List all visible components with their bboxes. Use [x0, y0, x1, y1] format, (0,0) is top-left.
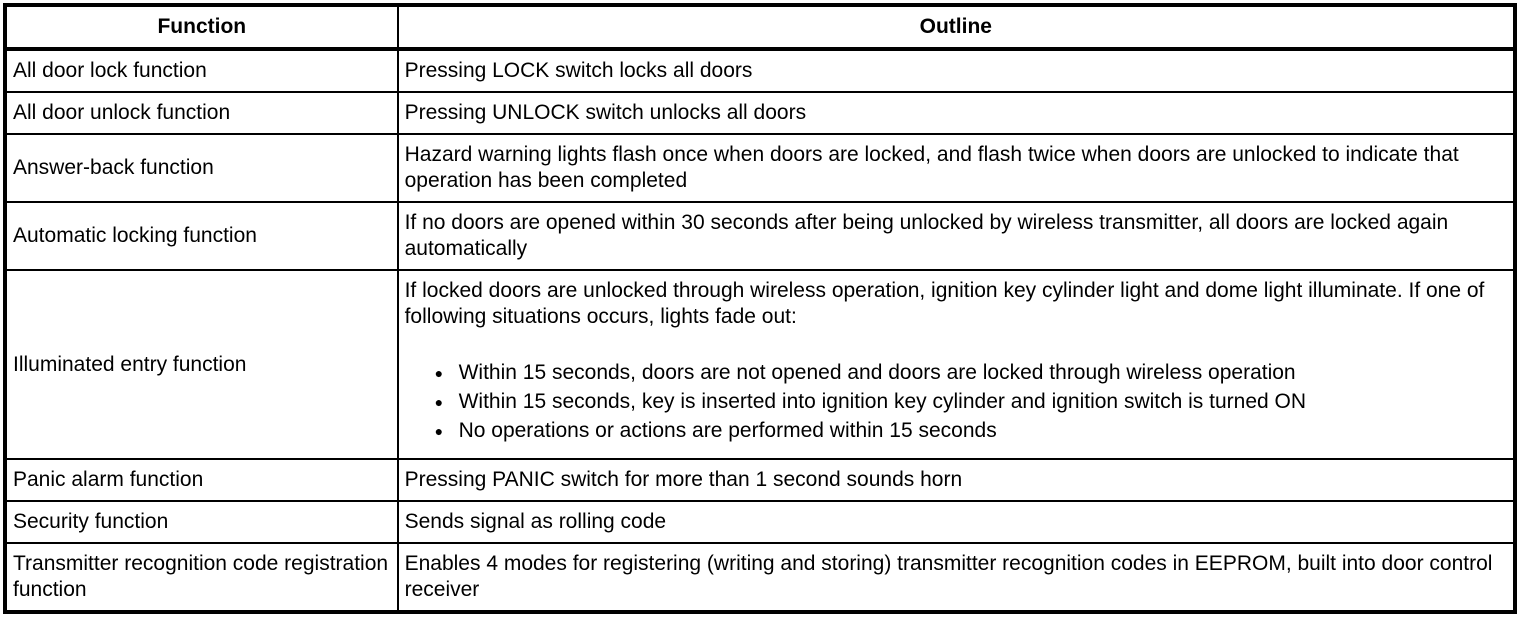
outline-text: Hazard warning lights flash once when do… [404, 143, 1459, 192]
function-cell: Answer-back function [4, 133, 399, 203]
outline-text: If locked doors are unlocked through wir… [404, 279, 1485, 328]
outline-cell: Sends signal as rolling code [396, 500, 1517, 544]
function-cell: Panic alarm function [4, 458, 399, 502]
outline-bullet-list: Within 15 seconds, doors are not opened … [405, 358, 1505, 446]
outline-cell: Enables 4 modes for registering (writing… [396, 542, 1517, 613]
table-header: Function Outline [4, 4, 1517, 51]
column-header-outline: Outline [396, 4, 1517, 51]
function-cell: Automatic locking function [4, 201, 399, 271]
function-cell: Security function [4, 500, 399, 544]
outline-text: If no doors are opened within 30 seconds… [404, 211, 1449, 260]
header-row: Function Outline [4, 4, 1517, 51]
column-header-function: Function [4, 4, 399, 51]
function-cell: Illuminated entry function [4, 269, 399, 460]
table-row: Transmitter recognition code registratio… [4, 542, 1517, 613]
bullet-item: No operations or actions are performed w… [435, 416, 1505, 446]
outline-cell: If no doors are opened within 30 seconds… [396, 201, 1517, 271]
function-cell: All door unlock function [4, 91, 399, 135]
outline-text: Enables 4 modes for registering (writing… [404, 552, 1493, 601]
bullet-item: Within 15 seconds, key is inserted into … [435, 387, 1505, 417]
outline-cell: Pressing UNLOCK switch unlocks all doors [396, 91, 1517, 135]
outline-text: Sends signal as rolling code [404, 510, 667, 533]
outline-cell: Pressing LOCK switch locks all doors [396, 48, 1517, 93]
outline-text: Pressing PANIC switch for more than 1 se… [404, 468, 963, 491]
outline-text: Pressing UNLOCK switch unlocks all doors [404, 101, 807, 124]
outline-cell: Pressing PANIC switch for more than 1 se… [396, 458, 1517, 502]
function-cell: Transmitter recognition code registratio… [4, 542, 399, 613]
function-cell: All door lock function [4, 48, 399, 93]
bullet-item: Within 15 seconds, doors are not opened … [435, 358, 1505, 388]
outline-cell: Hazard warning lights flash once when do… [396, 133, 1517, 203]
outline-cell: If locked doors are unlocked through wir… [396, 269, 1517, 460]
outline-text: Pressing LOCK switch locks all doors [404, 59, 753, 82]
